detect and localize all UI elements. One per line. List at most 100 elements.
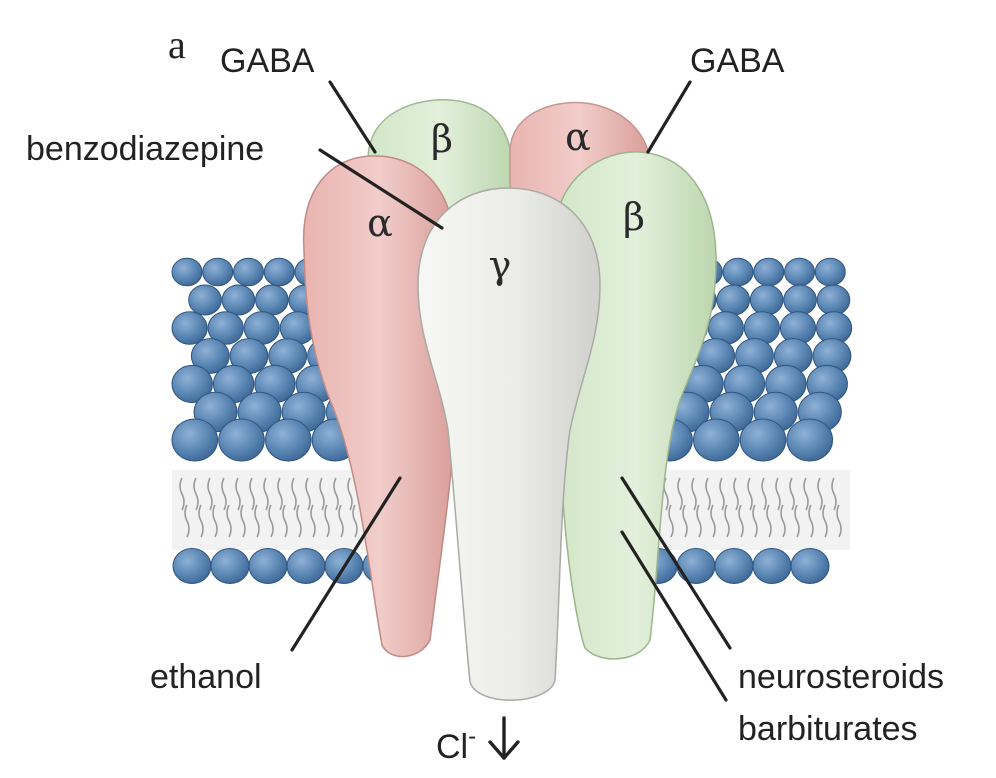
lipid-tail bbox=[193, 477, 199, 511]
lipid-tail bbox=[347, 477, 353, 511]
lipid-head bbox=[739, 418, 787, 462]
label-barbiturates: barbiturates bbox=[738, 710, 918, 748]
label-neurosteroids: neurosteroids bbox=[738, 658, 944, 696]
lipid-tail bbox=[682, 504, 688, 538]
lipid-head bbox=[786, 418, 834, 462]
lipid-head bbox=[171, 418, 219, 462]
chloride-symbol: Cl bbox=[436, 728, 468, 766]
lipid-tail bbox=[775, 477, 781, 511]
lipid-tail bbox=[822, 504, 828, 538]
lipid-tail bbox=[724, 504, 730, 538]
lipid-tail bbox=[733, 477, 739, 511]
leader-barbiturates bbox=[620, 530, 728, 702]
label-ethanol: ethanol bbox=[150, 658, 262, 696]
lipid-head bbox=[692, 418, 740, 462]
lipid-tail bbox=[747, 477, 753, 511]
lipid-tail bbox=[705, 477, 711, 511]
lipid-head bbox=[171, 311, 208, 345]
lipid-tail bbox=[668, 504, 674, 538]
lipid-tail bbox=[324, 504, 330, 538]
lipid-tail bbox=[803, 477, 809, 511]
lipid-tail bbox=[277, 477, 283, 511]
lipid-tail bbox=[691, 477, 697, 511]
lipid-tail bbox=[752, 504, 758, 538]
lipid-tail bbox=[184, 504, 190, 538]
label-benzodiazepine: benzodiazepine bbox=[26, 130, 264, 168]
lipid-tail bbox=[696, 504, 702, 538]
lipid-head bbox=[676, 548, 716, 584]
lipid-head bbox=[790, 548, 830, 584]
lipid-tail bbox=[226, 504, 232, 538]
lipid-tail bbox=[212, 504, 218, 538]
lipid-tail bbox=[207, 477, 213, 511]
lipid-tail bbox=[817, 477, 823, 511]
lipid-tail bbox=[794, 504, 800, 538]
lipid-head bbox=[264, 418, 312, 462]
lipid-tail bbox=[738, 504, 744, 538]
lipid-tail bbox=[179, 477, 185, 511]
lipid-tail bbox=[352, 504, 358, 538]
lipid-tail bbox=[677, 477, 683, 511]
leader-gaba-left bbox=[328, 80, 377, 154]
lipid-tail bbox=[282, 504, 288, 538]
lipid-head bbox=[172, 548, 212, 584]
lipid-tail bbox=[710, 504, 716, 538]
label-beta-front: β bbox=[623, 195, 645, 239]
lipid-tail bbox=[305, 477, 311, 511]
subunit-gamma bbox=[417, 187, 601, 701]
lipid-tail bbox=[240, 504, 246, 538]
leader-gaba-right bbox=[646, 80, 692, 154]
chloride-charge: - bbox=[468, 723, 476, 750]
panel-letter: a bbox=[168, 22, 186, 67]
label-gamma: γ bbox=[489, 243, 512, 287]
lipid-tail bbox=[831, 477, 837, 511]
down-arrow-icon bbox=[488, 716, 520, 760]
lipid-head bbox=[210, 548, 250, 584]
lipid-head bbox=[784, 257, 815, 287]
lipid-head bbox=[714, 548, 754, 584]
leader-ethanol bbox=[290, 476, 402, 652]
lipid-head bbox=[749, 284, 784, 316]
label-gaba-left: GABA bbox=[220, 42, 315, 80]
lipid-head bbox=[171, 257, 203, 287]
lipid-tail bbox=[319, 477, 325, 511]
lipid-tail bbox=[263, 477, 269, 511]
lipid-tail bbox=[761, 477, 767, 511]
lipid-tail bbox=[198, 504, 204, 538]
leader-benzodiazepine bbox=[318, 148, 444, 230]
lipid-head bbox=[218, 418, 265, 462]
leader-neurosteroids bbox=[620, 476, 732, 650]
label-alpha-front: α bbox=[367, 201, 393, 245]
lipid-tail bbox=[789, 477, 795, 511]
lipid-head bbox=[752, 548, 792, 584]
lipid-tail bbox=[780, 504, 786, 538]
lipid-head bbox=[783, 284, 817, 316]
lipid-head bbox=[171, 364, 213, 404]
lipid-tail bbox=[296, 504, 302, 538]
lipid-tail bbox=[235, 477, 241, 511]
lipid-head bbox=[202, 257, 234, 287]
lipid-tail bbox=[719, 477, 725, 511]
lipid-head bbox=[190, 338, 230, 374]
lipid-tail bbox=[221, 477, 227, 511]
lipid-head bbox=[255, 284, 289, 316]
label-chloride: Cl- bbox=[436, 723, 476, 766]
lipid-head bbox=[207, 311, 244, 345]
lipid-head bbox=[248, 548, 288, 584]
lipid-tail bbox=[333, 477, 339, 511]
lipid-head bbox=[716, 284, 751, 316]
lipid-head bbox=[286, 548, 326, 584]
lipid-tail bbox=[836, 504, 842, 538]
lipid-tail bbox=[249, 477, 255, 511]
lipid-head bbox=[221, 284, 256, 316]
lipid-tail bbox=[291, 477, 297, 511]
lipid-head bbox=[814, 257, 846, 287]
lipid-tail bbox=[254, 504, 260, 538]
lipid-head bbox=[816, 284, 851, 316]
lipid-tail bbox=[310, 504, 316, 538]
lipid-head bbox=[233, 257, 264, 287]
label-beta-back: β bbox=[431, 117, 453, 161]
lipid-tail bbox=[766, 504, 772, 538]
lipid-head bbox=[722, 257, 754, 287]
